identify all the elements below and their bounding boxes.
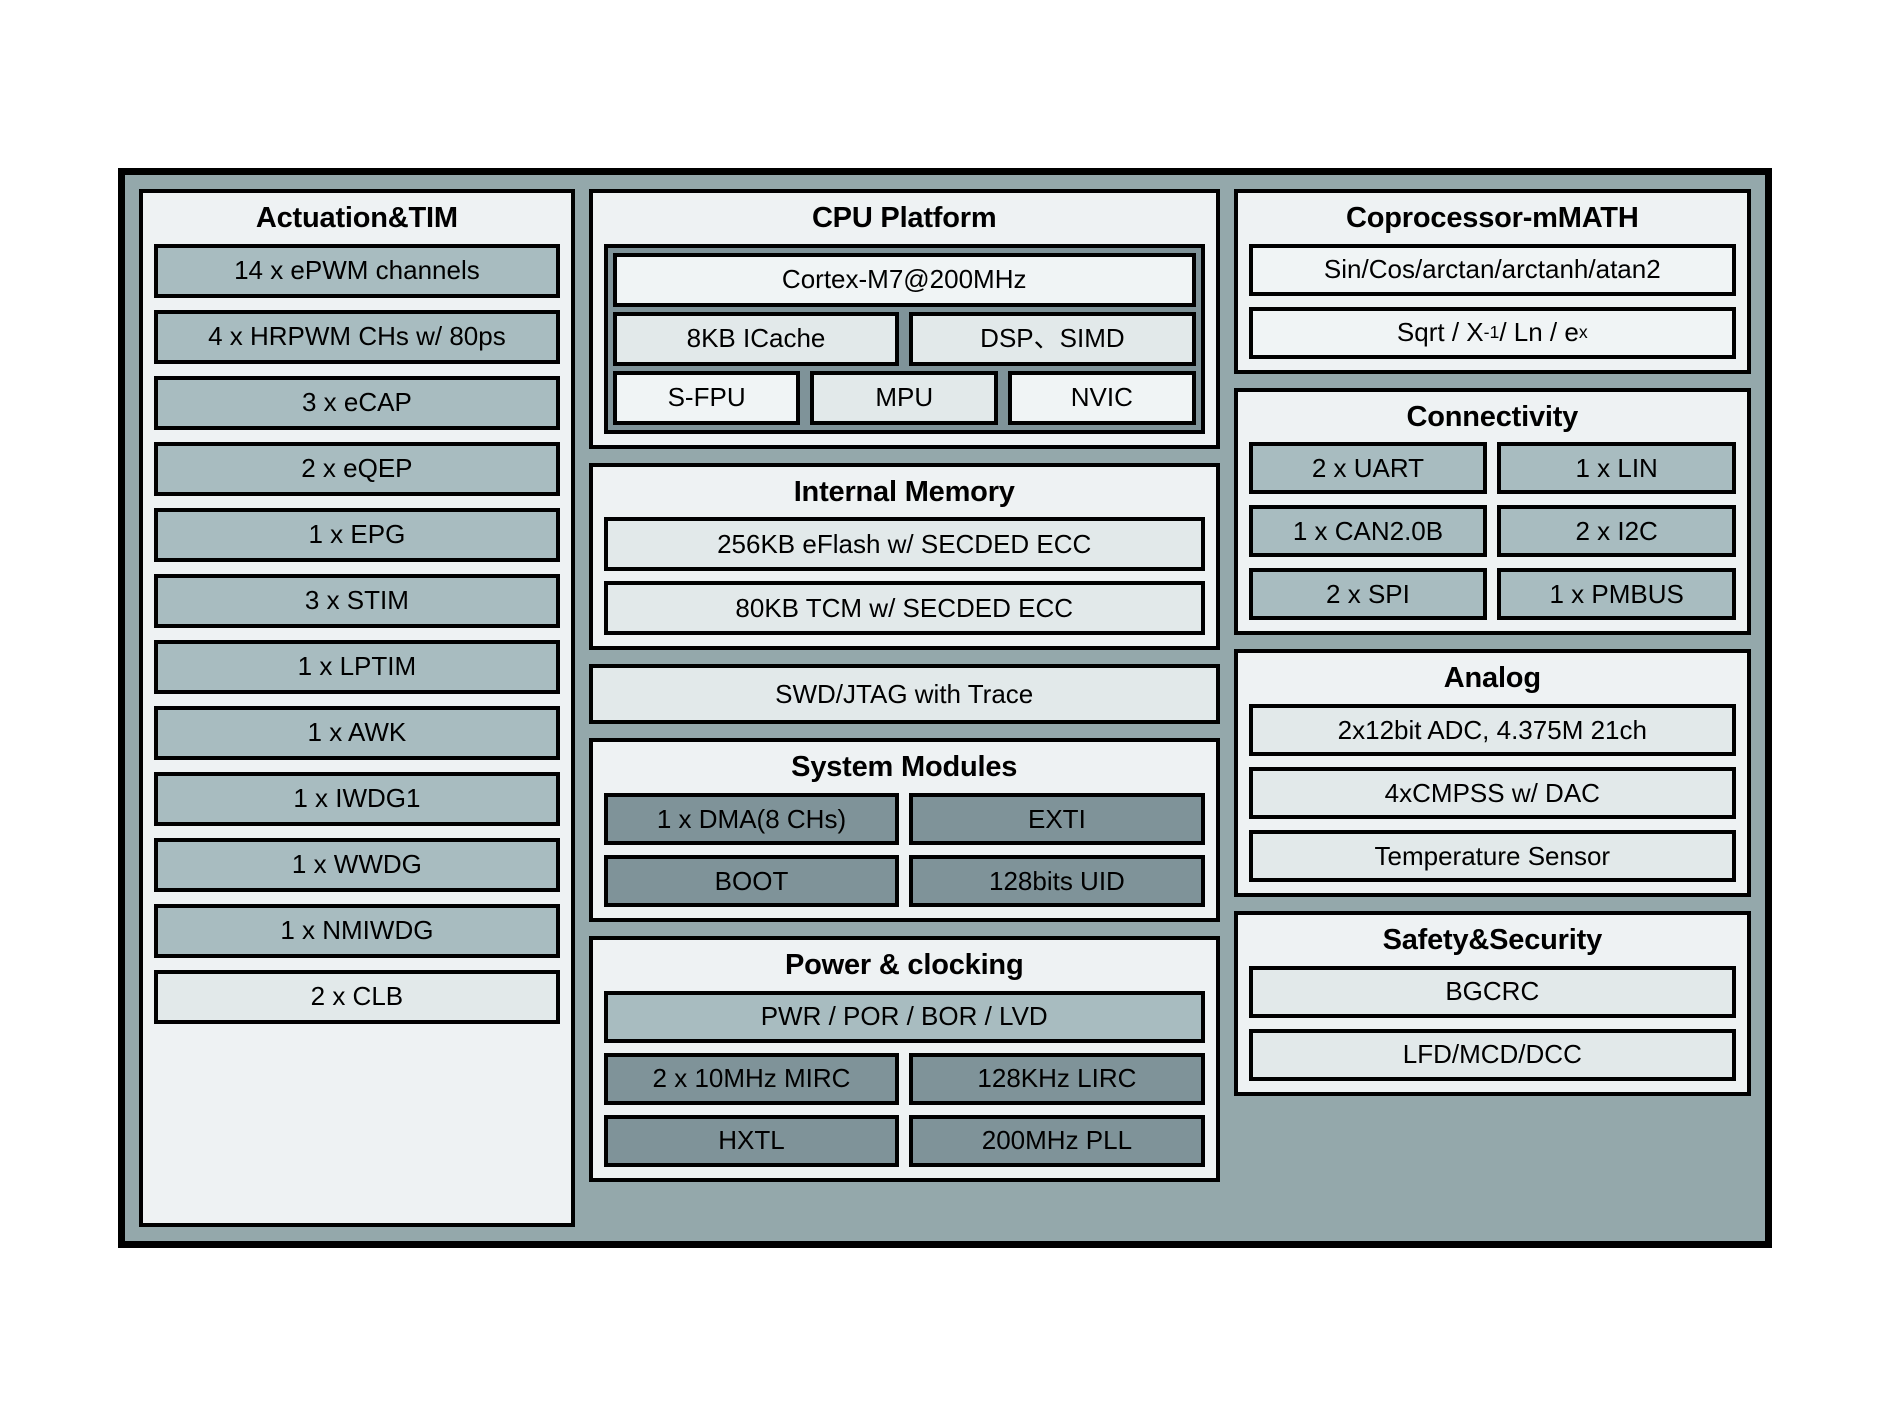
cell-dsp-simd[interactable]: DSP、SIMD bbox=[909, 311, 1196, 366]
cell-lin[interactable]: 1 x LIN bbox=[1497, 442, 1737, 495]
cell-stim[interactable]: 3 x STIM bbox=[154, 573, 560, 628]
cell-pll[interactable]: 200MHz PLL bbox=[909, 1114, 1205, 1167]
center-column: CPU Platform Cortex-M7@200MHz 8KB ICache… bbox=[588, 189, 1220, 1227]
cell-i2c[interactable]: 2 x I2C bbox=[1497, 505, 1737, 558]
group-title-safety: Safety&Security bbox=[1382, 923, 1603, 956]
cell-dma[interactable]: 1 x DMA(8 CHs) bbox=[603, 792, 900, 845]
cell-boot[interactable]: BOOT bbox=[603, 854, 900, 907]
cell-sfpu[interactable]: S-FPU bbox=[612, 370, 801, 425]
formula-sup-x: x bbox=[1578, 321, 1588, 342]
cell-clb[interactable]: 2 x CLB bbox=[154, 969, 560, 1024]
cell-can[interactable]: 1 x CAN2.0B bbox=[1248, 505, 1488, 558]
cell-temp-sensor[interactable]: Temperature Sensor bbox=[1248, 829, 1736, 882]
group-title-system-modules: System Modules bbox=[791, 751, 1018, 784]
cell-hxtl[interactable]: HXTL bbox=[603, 1114, 900, 1167]
group-actuation-tim: Actuation&TIM 14 x ePWM channels 4 x HRP… bbox=[139, 189, 575, 1227]
formula-sup-inverse: -1 bbox=[1483, 321, 1500, 342]
power-stack: PWR / POR / BOR / LVD 2 x 10MHz MIRC 128… bbox=[603, 990, 1205, 1167]
cell-pwr-por-bor-lvd[interactable]: PWR / POR / BOR / LVD bbox=[603, 990, 1205, 1043]
group-internal-memory: Internal Memory 256KB eFlash w/ SECDED E… bbox=[588, 462, 1220, 651]
safety-stack: BGCRC LFD/MCD/DCC bbox=[1248, 965, 1736, 1081]
cell-uart[interactable]: 2 x UART bbox=[1248, 442, 1488, 495]
group-safety-security: Safety&Security BGCRC LFD/MCD/DCC bbox=[1233, 910, 1751, 1096]
cell-eqep[interactable]: 2 x eQEP bbox=[154, 441, 560, 496]
cell-trig-functions[interactable]: Sin/Cos/arctan/arctanh/atan2 bbox=[1248, 243, 1736, 296]
cpu-row-fpu-mpu-nvic: S-FPU MPU NVIC bbox=[612, 370, 1196, 425]
group-connectivity: Connectivity 2 x UART 1 x LIN 1 x CAN2.0… bbox=[1233, 387, 1751, 636]
cell-icache[interactable]: 8KB ICache bbox=[612, 311, 900, 366]
cell-wwdg[interactable]: 1 x WWDG bbox=[154, 837, 560, 892]
conn-row-1: 2 x UART 1 x LIN bbox=[1248, 442, 1737, 495]
group-analog: Analog 2x12bit ADC, 4.375M 21ch 4xCMPSS … bbox=[1233, 649, 1751, 897]
cell-mpu[interactable]: MPU bbox=[810, 370, 999, 425]
right-column: Coprocessor-mMATH Sin/Cos/arctan/arctanh… bbox=[1233, 189, 1751, 1227]
group-title-power: Power & clocking bbox=[784, 948, 1024, 981]
cpu-inner-frame: Cortex-M7@200MHz 8KB ICache DSP、SIMD S-F… bbox=[603, 243, 1205, 434]
cell-spi[interactable]: 2 x SPI bbox=[1248, 568, 1488, 621]
cell-swd-jtag[interactable]: SWD/JTAG with Trace bbox=[588, 664, 1220, 725]
left-column: Actuation&TIM 14 x ePWM channels 4 x HRP… bbox=[139, 189, 575, 1227]
power-row-1: 2 x 10MHz MIRC 128KHz LIRC bbox=[603, 1052, 1205, 1105]
cell-bgcrc[interactable]: BGCRC bbox=[1248, 965, 1736, 1018]
cell-exti[interactable]: EXTI bbox=[909, 792, 1205, 845]
cell-lptim[interactable]: 1 x LPTIM bbox=[154, 639, 560, 694]
cell-awk[interactable]: 1 x AWK bbox=[154, 705, 560, 760]
cell-epg[interactable]: 1 x EPG bbox=[154, 507, 560, 562]
group-title-actuation: Actuation&TIM bbox=[255, 202, 458, 234]
power-row-2: HXTL 200MHz PLL bbox=[603, 1114, 1205, 1167]
cell-iwdg1[interactable]: 1 x IWDG1 bbox=[154, 771, 560, 826]
cell-eflash[interactable]: 256KB eFlash w/ SECDED ECC bbox=[603, 517, 1205, 572]
analog-stack: 2x12bit ADC, 4.375M 21ch 4xCMPSS w/ DAC … bbox=[1248, 703, 1736, 882]
group-title-coprocessor: Coprocessor-mMATH bbox=[1346, 202, 1639, 234]
cell-lfd-mcd-dcc[interactable]: LFD/MCD/DCC bbox=[1248, 1028, 1736, 1081]
group-title-memory: Internal Memory bbox=[793, 475, 1015, 508]
group-title-connectivity: Connectivity bbox=[1406, 400, 1579, 433]
conn-row-2: 1 x CAN2.0B 2 x I2C bbox=[1248, 505, 1737, 558]
cell-epwm-channels[interactable]: 14 x ePWM channels bbox=[154, 243, 560, 298]
cell-cortex-core[interactable]: Cortex-M7@200MHz bbox=[612, 252, 1196, 307]
cell-hrpwm-chs[interactable]: 4 x HRPWM CHs w/ 80ps bbox=[154, 309, 560, 364]
group-title-cpu: CPU Platform bbox=[811, 202, 997, 234]
formula-prefix: Sqrt / X bbox=[1396, 317, 1484, 348]
cell-adc[interactable]: 2x12bit ADC, 4.375M 21ch bbox=[1248, 703, 1736, 756]
group-system-modules: System Modules 1 x DMA(8 CHs) EXTI BOOT … bbox=[588, 738, 1220, 922]
cell-cmpss[interactable]: 4xCMPSS w/ DAC bbox=[1248, 766, 1736, 819]
cell-lirc[interactable]: 128KHz LIRC bbox=[909, 1052, 1205, 1105]
group-cpu-platform: CPU Platform Cortex-M7@200MHz 8KB ICache… bbox=[588, 189, 1220, 449]
coprocessor-stack: Sin/Cos/arctan/arctanh/atan2 Sqrt / X-1 … bbox=[1248, 243, 1736, 359]
cell-pmbus[interactable]: 1 x PMBUS bbox=[1497, 568, 1737, 621]
cell-tcm[interactable]: 80KB TCM w/ SECDED ECC bbox=[603, 581, 1205, 636]
sysmod-row-1: 1 x DMA(8 CHs) EXTI bbox=[603, 792, 1205, 845]
group-title-analog: Analog bbox=[1443, 662, 1541, 695]
group-coprocessor-mmath: Coprocessor-mMATH Sin/Cos/arctan/arctanh… bbox=[1233, 189, 1751, 374]
formula-mid: / Ln / e bbox=[1499, 317, 1579, 348]
cpu-row-cache-dsp: 8KB ICache DSP、SIMD bbox=[612, 311, 1196, 366]
cell-ecap[interactable]: 3 x eCAP bbox=[154, 375, 560, 430]
chip-block-diagram: Actuation&TIM 14 x ePWM channels 4 x HRP… bbox=[118, 168, 1772, 1248]
cell-nvic[interactable]: NVIC bbox=[1008, 370, 1196, 425]
sysmod-row-2: BOOT 128bits UID bbox=[603, 854, 1205, 907]
cell-uid[interactable]: 128bits UID bbox=[909, 854, 1205, 907]
cell-mirc[interactable]: 2 x 10MHz MIRC bbox=[603, 1052, 900, 1105]
conn-row-3: 2 x SPI 1 x PMBUS bbox=[1248, 568, 1737, 621]
cell-nmiwdg[interactable]: 1 x NMIWDG bbox=[154, 903, 560, 958]
group-power-clocking: Power & clocking PWR / POR / BOR / LVD 2… bbox=[588, 935, 1220, 1182]
